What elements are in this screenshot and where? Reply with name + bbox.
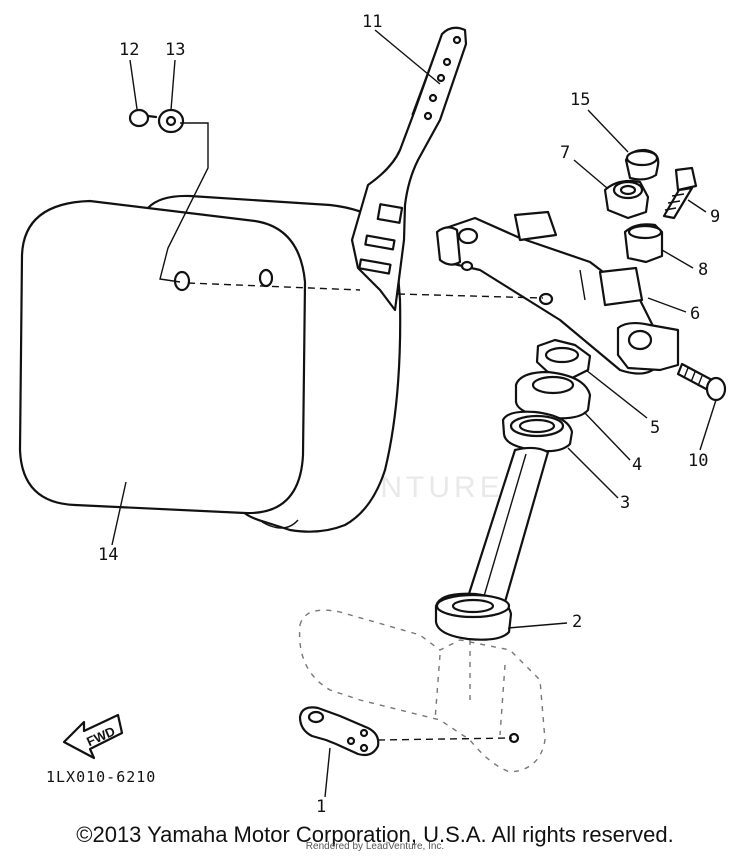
- callout-2: 2: [572, 612, 582, 632]
- assembly-lines: [159, 122, 544, 741]
- callout-labels: 11 12 13 15 7 9 8 6 10 5 4 3 2 1 14: [98, 12, 720, 817]
- callout-7: 7: [560, 143, 570, 163]
- handle-holder: [623, 223, 664, 264]
- callout-1: 1: [316, 797, 326, 817]
- fwd-arrow: FWD: [62, 713, 124, 760]
- callout-8: 8: [698, 260, 708, 280]
- callout-15: 15: [570, 90, 590, 110]
- upper-bearing: [501, 410, 574, 453]
- callout-10: 10: [688, 451, 708, 471]
- leader-lines: [111, 29, 717, 798]
- cap: [624, 148, 660, 181]
- callout-3: 3: [620, 493, 630, 513]
- ring-nut: [535, 338, 592, 380]
- number-plate: [18, 194, 402, 533]
- bolt-9: [662, 166, 698, 220]
- rendered-by-notice: Rendered by LeadVenture, Inc.: [305, 841, 445, 852]
- callout-13: 13: [165, 40, 185, 60]
- callout-11: 11: [362, 12, 382, 32]
- handle-crown: [435, 210, 680, 375]
- callout-6: 6: [690, 304, 700, 324]
- bolt-10: [676, 362, 727, 402]
- callout-12: 12: [119, 40, 139, 60]
- lower-bearing: [434, 592, 513, 641]
- screw: [128, 108, 158, 128]
- callout-4: 4: [632, 455, 642, 475]
- callout-14: 14: [98, 545, 118, 565]
- callout-9: 9: [710, 207, 720, 227]
- drawing-code: 1LX010-6210: [46, 768, 156, 786]
- callout-5: 5: [650, 418, 660, 438]
- plate-stay: [350, 26, 468, 312]
- washer: [157, 108, 185, 134]
- crown-nut: [603, 179, 650, 220]
- cable-guide: [298, 706, 520, 757]
- copyright-notice: ©2013 Yamaha Motor Corporation, U.S.A. A…: [76, 822, 674, 847]
- fwd-label: FWD: [84, 723, 117, 749]
- lower-bracket-outline: [298, 609, 546, 773]
